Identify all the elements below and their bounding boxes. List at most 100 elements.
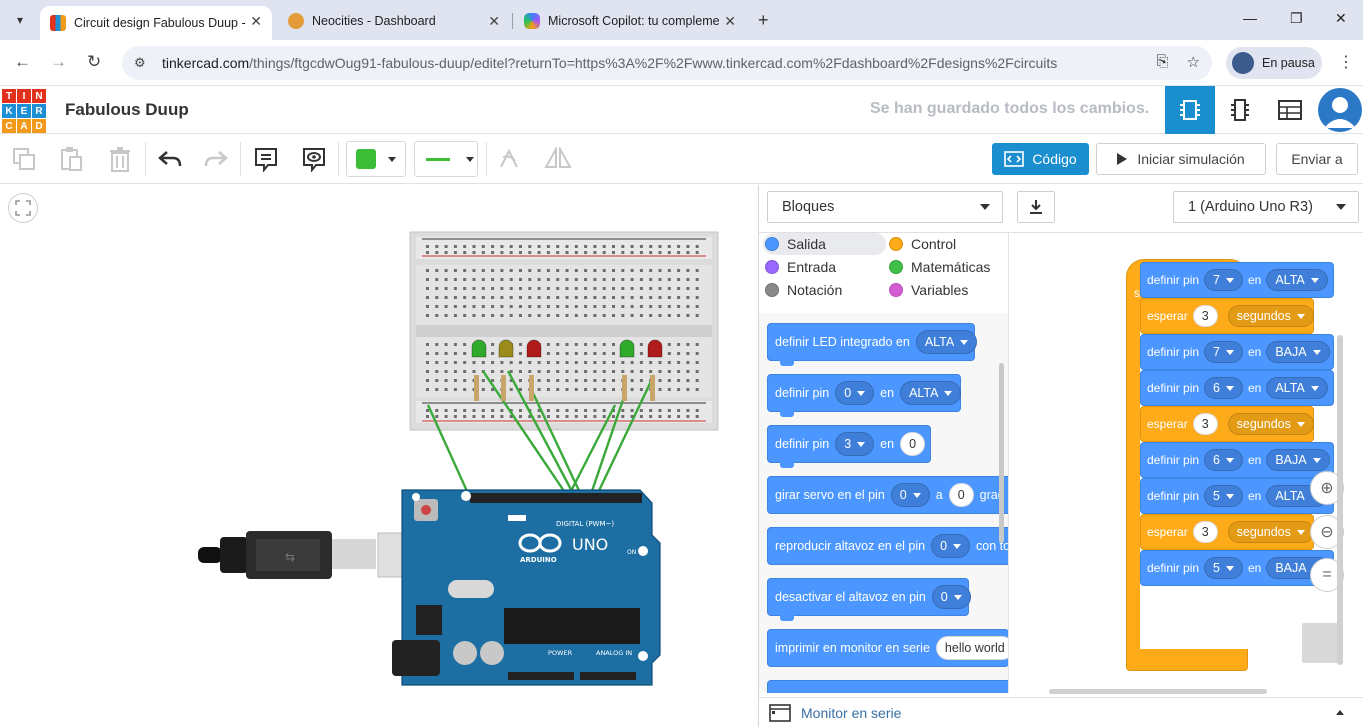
circuit-canvas[interactable]: ⇆ DIGITAL (PWM~) UNO ARDUINO ON (0, 185, 758, 727)
window-close-icon[interactable]: ✕ (1335, 10, 1347, 26)
pin-dropdown[interactable]: 6 (1204, 377, 1243, 399)
install-app-icon[interactable]: ⎘ (1156, 53, 1169, 70)
palette-block-set-builtin-led[interactable]: definir LED integrado en ALTA (767, 323, 978, 366)
block-dropdown[interactable]: ALTA (900, 381, 962, 405)
copy-icon[interactable] (10, 145, 38, 173)
palette-block-set-pin[interactable]: definir pin 0 en ALTA (767, 374, 962, 417)
wait-value-input[interactable]: 3 (1192, 521, 1218, 543)
blocks-workspace[interactable]: siempre definir pin7enALTAesperar3segund… (1010, 233, 1363, 693)
pin-dropdown[interactable]: 5 (1204, 557, 1243, 579)
category-control[interactable]: Control (889, 233, 956, 255)
unit-dropdown[interactable]: segundos (1227, 521, 1314, 543)
restore-icon[interactable]: ❐ (1290, 10, 1303, 26)
palette-block-set-pin-analog[interactable]: definir pin 3 en 0 (767, 425, 931, 468)
profile-button[interactable]: En pausa (1226, 47, 1322, 79)
circuit-view-button[interactable] (1165, 86, 1215, 134)
pin-dropdown[interactable]: 6 (1204, 449, 1243, 471)
led-row[interactable] (471, 339, 663, 401)
tab-search-button[interactable]: ▾ (16, 13, 24, 27)
unit-dropdown[interactable]: segundos (1227, 413, 1314, 435)
schematic-view-button[interactable] (1215, 86, 1265, 134)
serial-monitor-bar[interactable]: Monitor en serie (759, 697, 1363, 727)
browser-menu-icon[interactable]: ⋮ (1338, 54, 1354, 71)
close-icon[interactable]: ✕ (250, 13, 262, 29)
code-button[interactable]: Código (992, 143, 1089, 175)
workspace-vertical-scrollbar[interactable] (1337, 335, 1343, 665)
wait-value-input[interactable]: 3 (1192, 305, 1218, 327)
category-entrada[interactable]: Entrada (765, 256, 836, 278)
state-dropdown[interactable]: BAJA (1266, 341, 1330, 363)
category-salida[interactable]: Salida (763, 233, 886, 255)
palette-block-partial[interactable] (767, 680, 1008, 693)
block-dropdown[interactable]: 0 (931, 585, 971, 609)
pin-dropdown[interactable]: 7 (1204, 341, 1243, 363)
category-notacion[interactable]: Notación (765, 279, 842, 301)
breadboard[interactable] (409, 231, 719, 431)
notes-visibility-icon[interactable] (300, 145, 328, 173)
category-matematicas[interactable]: Matemáticas (889, 256, 990, 278)
start-simulation-button[interactable]: Iniciar simulación (1096, 143, 1266, 175)
rotate-icon[interactable] (495, 145, 523, 173)
fill-color-dropdown[interactable] (346, 141, 406, 177)
close-icon[interactable]: ✕ (488, 13, 500, 29)
component-list-button[interactable] (1265, 86, 1315, 134)
state-dropdown[interactable]: ALTA (1266, 269, 1328, 291)
redo-icon[interactable] (202, 145, 230, 173)
arduino-uno-board[interactable]: DIGITAL (PWM~) UNO ARDUINO ON POWER ANAL… (392, 489, 661, 686)
download-code-button[interactable] (1017, 191, 1055, 223)
board-select[interactable]: 1 (Arduino Uno R3) (1173, 191, 1359, 223)
browser-tab[interactable]: Microsoft Copilot: tu compleme ✕ (514, 6, 746, 36)
site-info-icon[interactable]: ⚙ (134, 55, 146, 70)
undo-icon[interactable] (156, 145, 184, 173)
workspace-trash-icon[interactable] (1302, 623, 1338, 663)
reload-icon[interactable]: ↻ (87, 52, 102, 71)
user-avatar[interactable] (1318, 88, 1362, 132)
trash-icon[interactable] (106, 145, 134, 173)
palette-block-serial-print[interactable]: imprimir en monitor en serie hello world (767, 629, 1008, 667)
block-dropdown[interactable]: 0 (890, 483, 930, 507)
workspace-horizontal-scrollbar[interactable] (1049, 689, 1267, 694)
minimize-icon[interactable]: — (1243, 10, 1257, 26)
notes-icon[interactable] (252, 145, 280, 173)
pin-dropdown[interactable]: 5 (1204, 485, 1243, 507)
back-arrow-icon[interactable]: ← (14, 52, 31, 71)
block-dropdown[interactable]: 0 (835, 381, 875, 405)
browser-tab-active[interactable]: Circuit design Fabulous Duup - ✕ (40, 6, 272, 40)
code-mode-select[interactable]: Bloques (767, 191, 1003, 223)
category-variables[interactable]: Variables (889, 279, 968, 301)
wire-style-dropdown[interactable] (414, 141, 478, 177)
forward-arrow-icon[interactable]: → (50, 52, 67, 71)
circuit-drawing[interactable]: ⇆ DIGITAL (PWM~) UNO ARDUINO ON (0, 185, 758, 727)
browser-tab[interactable]: Neocities - Dashboard ✕ (278, 6, 510, 36)
unit-dropdown[interactable]: segundos (1227, 305, 1314, 327)
palette-block-rotate-servo[interactable]: girar servo en el pin 0 a 0 grad (767, 476, 1008, 514)
block-dropdown[interactable]: 0 (931, 534, 971, 558)
block-value-input[interactable]: 0 (948, 483, 974, 507)
pin-dropdown[interactable]: 7 (1204, 269, 1243, 291)
wait-value-input[interactable]: 3 (1192, 413, 1218, 435)
palette-scrollbar[interactable] (999, 363, 1004, 543)
close-icon[interactable]: ✕ (724, 13, 736, 29)
paste-icon[interactable] (57, 145, 85, 173)
bookmark-star-icon[interactable]: ☆ (1186, 54, 1200, 71)
send-to-button[interactable]: Enviar a (1276, 143, 1358, 175)
palette-block-play-speaker[interactable]: reproducir altavoz en el pin 0 con ton (767, 527, 1008, 565)
state-dropdown[interactable]: BAJA (1266, 449, 1330, 471)
block-value-input[interactable]: hello world (935, 636, 1008, 660)
new-tab-icon[interactable]: + (758, 10, 769, 30)
design-title[interactable]: Fabulous Duup (65, 100, 189, 119)
flip-icon[interactable] (544, 145, 572, 173)
block-dropdown[interactable]: ALTA (915, 330, 978, 354)
fit-view-icon[interactable] (8, 193, 38, 223)
block-value-input[interactable]: 0 (900, 432, 926, 456)
